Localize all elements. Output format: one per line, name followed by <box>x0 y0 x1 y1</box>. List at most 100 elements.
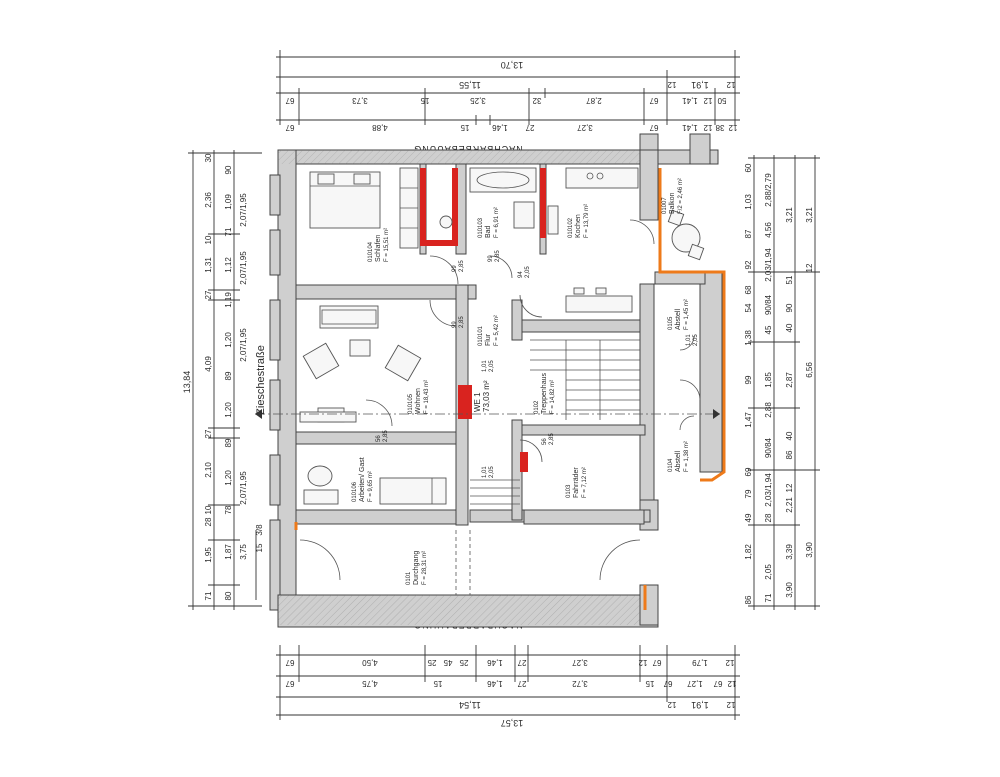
door-mark: 2,05 <box>525 266 531 278</box>
dim-top-row4-10: 12 <box>728 123 737 132</box>
dim-left-col3-1: 1,09 <box>224 194 233 210</box>
dim-top-row2-a: 11,55 <box>459 80 481 90</box>
dim-left-col2-5: 4,09 <box>204 356 213 372</box>
dim-bottom-row3-1: 12 <box>667 700 676 709</box>
dim-top-row4-1: 4,88 <box>372 123 388 132</box>
dim-right-col1-7: 99 <box>744 375 753 384</box>
unit-area: 73,03 m² <box>482 380 491 412</box>
dim-top-row4-9: 38 <box>715 123 724 132</box>
dim-bottom-row2-7: 67 <box>663 679 672 688</box>
dim-bottom-row1-1: 4,50 <box>362 658 378 667</box>
dim-bottom-row2-5: 3,72 <box>572 679 588 688</box>
dim-right-col1-0: 60 <box>744 163 753 172</box>
dim-bottom-row1-11: 12 <box>725 658 734 667</box>
dim-right-col1-9: 69 <box>744 467 753 476</box>
room-name-balkon: Balkon <box>669 192 676 214</box>
dim-right-col4-2: 6,56 <box>805 362 814 378</box>
dim-bottom-row1-5: 1,46 <box>487 658 503 667</box>
room-area-durchgang: F = 28,31 m² <box>422 551 428 585</box>
room-name-bad: Bad <box>485 225 492 238</box>
door-mark: 2,05 <box>693 334 699 346</box>
dim-right-col2-4: 45 <box>764 325 773 334</box>
room-name-wohnen: Wohnen <box>415 388 422 414</box>
door-mark: 1,01 <box>482 466 488 478</box>
dim-top-row3-6: 67 <box>649 96 658 105</box>
dim-left-col3-10: 78 <box>224 505 233 514</box>
dim-right-col1-1: 1,03 <box>744 194 753 210</box>
dim-right-col4-4: 3,90 <box>785 582 794 598</box>
dim-left-col4-6: 3/8 <box>255 524 264 536</box>
dim-left-col2-2: 10 <box>204 235 213 244</box>
dim-top-row2-b: 12 <box>667 80 676 89</box>
dim-top-row3-9: 50 <box>717 96 726 105</box>
dim-left-col2-1: 2,36 <box>204 192 213 208</box>
room-id-bad: 010103 <box>478 217 484 238</box>
door-mark: 2,85 <box>383 430 389 442</box>
dim-right-col2-9: 28 <box>764 513 773 522</box>
dim-bottom-row1-8: 12 <box>638 658 647 667</box>
dim-left-col3-7: 1,20 <box>224 402 233 418</box>
dim-bottom-row2-9: 67 <box>713 679 722 688</box>
dim-top-row3-2: 15 <box>420 96 429 105</box>
orange-mark <box>294 522 647 610</box>
room-area-kochen: F = 13,79 m² <box>584 204 590 238</box>
dim-top-row3-7: 1,41 <box>682 96 698 105</box>
dim-left-col4-0: 2,07/1,95 <box>239 193 248 227</box>
dim-top-row4-5: 3,27 <box>577 123 593 132</box>
room-area-schlafen: F = 15,51 m² <box>384 228 390 262</box>
dim-top-row4-2: 15 <box>460 123 469 132</box>
dim-top-row4-3: 1,46 <box>492 123 508 132</box>
dim-bottom-row2-3: 1,46 <box>487 679 503 688</box>
dim-left-col4-2: 2,07/1,95 <box>239 328 248 362</box>
room-id-wohnen: 010105 <box>408 393 414 414</box>
door-mark: 99 <box>452 321 458 328</box>
neighbor-label-top: NACHBARBEBAUUNG <box>413 144 523 154</box>
dim-top-row3-4: 32 <box>532 96 541 105</box>
dimension-chains-left: 13,84 30 2,36 10 1,31 27 4,09 27 2,10 10… <box>182 150 264 610</box>
dim-left-col2-6: 27 <box>204 429 213 438</box>
dim-bottom-row2-8: 1,27 <box>687 679 703 688</box>
door-mark: 2,85 <box>459 316 465 328</box>
room-area-fahrraeder: F = 7,12 m² <box>582 467 588 498</box>
room-id-abstell-2: 0104 <box>668 458 674 472</box>
dim-right-col1-3: 92 <box>744 260 753 269</box>
hatched-walls <box>278 150 640 625</box>
dim-left-col3-12: 80 <box>224 591 233 600</box>
dim-left-col2-0: 30 <box>204 153 213 162</box>
dim-right-col3-8: 2,21 <box>785 497 794 513</box>
dim-right-col2-7: 90/84 <box>764 437 773 458</box>
door-mark: 2,05 <box>489 466 495 478</box>
dim-right-col2-10: 2,05 <box>764 564 773 580</box>
dim-right-col2-2: 2,03/1,94 <box>764 248 773 282</box>
door-mark: 94 <box>518 271 524 278</box>
dim-right-col2-0: 2,88/2,79 <box>764 173 773 207</box>
room-name-treppenhaus: Treppenhaus <box>541 373 548 414</box>
dim-bottom-total: 13,57 <box>501 718 524 728</box>
door-mark: 1,01 <box>686 334 692 346</box>
dim-right-col1-12: 1,82 <box>744 544 753 560</box>
room-id-treppenhaus: 0102 <box>534 400 540 414</box>
dim-right-col3-2: 90 <box>785 303 794 312</box>
room-name-flur: Flur <box>485 333 492 346</box>
door-mark: 1,01 <box>482 360 488 372</box>
room-id-kochen: 010102 <box>568 217 574 238</box>
dim-left-col3-4: 1,19 <box>224 292 233 308</box>
dim-top-row4-8: 12 <box>703 123 712 132</box>
room-name-schlafen: Schlafen <box>375 235 382 262</box>
room-area-abstell-1: F = 1,45 m² <box>684 299 690 330</box>
dim-top-row4-6: 67 <box>649 123 658 132</box>
dim-bottom-row1-9: 67 <box>652 658 661 667</box>
dim-left-col3-11: 1,87 <box>224 544 233 560</box>
dim-right-col2-6: 2,88 <box>764 402 773 418</box>
room-id-durchgang: 0101 <box>406 571 412 585</box>
dim-right-col1-13: 86 <box>744 595 753 604</box>
balcony-outline <box>658 168 726 482</box>
dim-left-col3-3: 1,12 <box>224 257 233 273</box>
room-area-wohnen: F = 18,43 m² <box>424 380 430 414</box>
dim-bottom-row1-10: 1,79 <box>692 658 708 667</box>
door-mark: 99 <box>452 265 458 272</box>
dim-right-col3-0: 3,21 <box>785 207 794 223</box>
dim-left-col2-8: 10 <box>204 505 213 514</box>
dim-right-col2-5: 1,85 <box>764 372 773 388</box>
dim-bottom-row1-4: 25 <box>459 658 468 667</box>
